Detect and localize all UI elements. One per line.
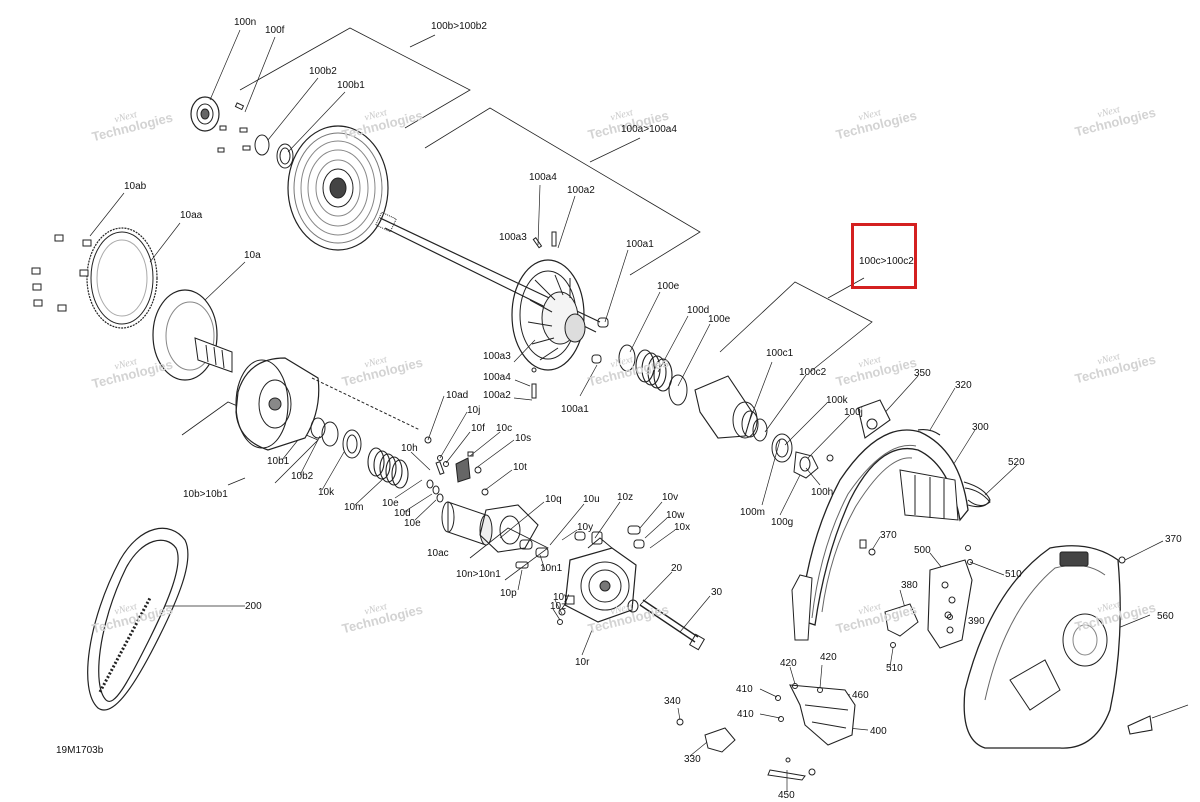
drive-belt	[87, 527, 189, 711]
callout-label: 10n1	[540, 563, 563, 574]
callout-label: 100a4	[529, 172, 557, 183]
callout-label: 100n	[234, 17, 257, 28]
callout-label: 100a1	[626, 239, 654, 250]
callout-label: 10v	[662, 492, 679, 503]
callout-label: 100a3	[499, 232, 527, 243]
callout-label: 10z	[617, 492, 634, 503]
callout-label: 10z	[550, 601, 567, 612]
bracket-lines	[181, 27, 873, 581]
callout-label: 10aa	[180, 210, 203, 221]
callout-label: 100c>100c2	[859, 256, 914, 267]
callout-label: 10r	[575, 657, 590, 668]
callout-label: 10c	[496, 423, 513, 434]
callout-label: 10b1	[267, 456, 290, 467]
callout-label: 450	[778, 790, 795, 801]
callout-label: 100f	[265, 25, 285, 36]
callout-label: 500	[914, 545, 931, 556]
callout-label: 10e	[382, 498, 399, 509]
callout-label: 100j	[844, 407, 863, 418]
callout-label: 400	[870, 726, 887, 737]
callout-label: 100d	[687, 305, 710, 316]
highlight-box	[851, 223, 917, 289]
callout-label: 100e	[708, 314, 731, 325]
callout-label: 350	[914, 368, 931, 379]
callout-label: 100h	[811, 487, 834, 498]
callout-label: 390	[968, 616, 985, 627]
callout-label: 10f	[471, 423, 485, 434]
callout-label: 370	[1165, 534, 1182, 545]
callout-label: 380	[901, 580, 918, 591]
callout-label: 10y	[553, 592, 570, 603]
callout-label: 370	[880, 530, 897, 541]
callout-label: 10w	[666, 510, 685, 521]
callout-label: 100k	[826, 395, 848, 406]
callout-label: 300	[972, 422, 989, 433]
callout-label: 10e	[404, 518, 421, 529]
callout-label: 100a4	[483, 372, 511, 383]
callout-label: 100a3	[483, 351, 511, 362]
callout-label: 320	[955, 380, 972, 391]
callout-label: 420	[780, 658, 797, 669]
callout-label: 100e	[657, 281, 680, 292]
callout-label: 30	[711, 587, 723, 598]
callout-label: 410	[736, 684, 753, 695]
callout-label: 10k	[318, 487, 335, 498]
callout-label: 10s	[515, 433, 532, 444]
callout-label: 330	[684, 754, 701, 765]
callout-label: 560	[1157, 611, 1174, 622]
lower-bracket-parts	[676, 683, 856, 781]
callout-label: 410	[737, 709, 754, 720]
callout-label: 10h	[401, 443, 418, 454]
callout-label: 10ac	[427, 548, 449, 559]
callout-label: 100b>100b2	[431, 21, 487, 32]
callout-label: 100m	[740, 507, 766, 518]
callout-label: 20	[671, 563, 683, 574]
callout-label: 10q	[545, 494, 562, 505]
callout-label: 10x	[674, 522, 691, 533]
callout-label: 10j	[467, 405, 481, 416]
callout-label: 340	[664, 696, 681, 707]
callout-label: 100a>100a4	[621, 124, 677, 135]
callout-label: 10d	[394, 508, 411, 519]
callout-label: 10y	[577, 522, 594, 533]
callout-label: 10u	[583, 494, 600, 505]
driven-pulley-parts	[190, 96, 834, 479]
callout-label: 100a2	[567, 185, 595, 196]
document-id: 19M1703b	[56, 745, 104, 756]
belt-guard-parts	[791, 399, 1153, 749]
callout-label: 10p	[500, 588, 517, 599]
callout-label: 100a1	[561, 404, 589, 415]
leader-lines	[89, 29, 1189, 792]
callout-label: 200	[245, 601, 262, 612]
callout-label: 420	[820, 652, 837, 663]
callout-label: 510	[886, 663, 903, 674]
callout-label: 10b2	[291, 471, 314, 482]
callout-label: 520	[1008, 457, 1025, 468]
callout-label: 10n>10n1	[456, 569, 501, 580]
callout-label: 10ab	[124, 181, 147, 192]
callout-label: 100a2	[483, 390, 511, 401]
drive-pulley-parts	[31, 227, 706, 651]
callout-label: 100b1	[337, 80, 365, 91]
callout-label: 100g	[771, 517, 794, 528]
callout-label: 10a	[244, 250, 261, 261]
callout-label: 10ad	[446, 390, 469, 401]
callout-label: 100b2	[309, 66, 337, 77]
callout-label: 100c2	[799, 367, 827, 378]
callout-label: 460	[852, 690, 869, 701]
callout-label: 10m	[344, 502, 364, 513]
callout-label: 510	[1005, 569, 1022, 580]
callout-label: 100c1	[766, 348, 794, 359]
callout-label: 10t	[513, 462, 527, 473]
callout-label: 10b>10b1	[183, 489, 228, 500]
